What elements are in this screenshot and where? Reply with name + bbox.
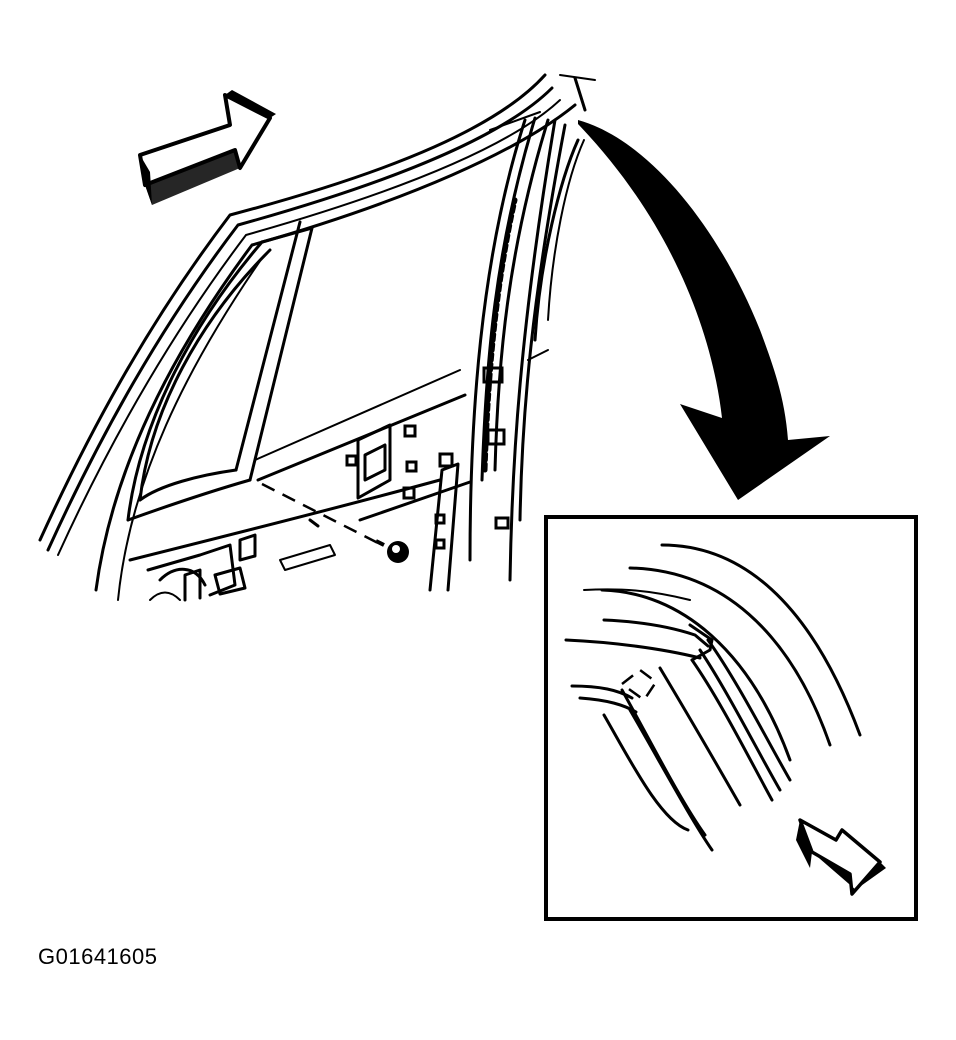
rear-window-channel (468, 111, 585, 582)
detail-inset (544, 515, 918, 921)
door-frame-outer (38, 73, 596, 601)
direction-arrow-detail-icon (796, 818, 886, 896)
direction-arrow-main-icon (138, 90, 276, 205)
inner-door-panel (128, 423, 472, 592)
lower-bracket (146, 543, 247, 602)
figure-id-label: G01641605 (38, 944, 158, 969)
callout-arrow-icon (578, 120, 830, 500)
window-glass-frame (126, 220, 467, 522)
screw-icon (375, 539, 409, 563)
